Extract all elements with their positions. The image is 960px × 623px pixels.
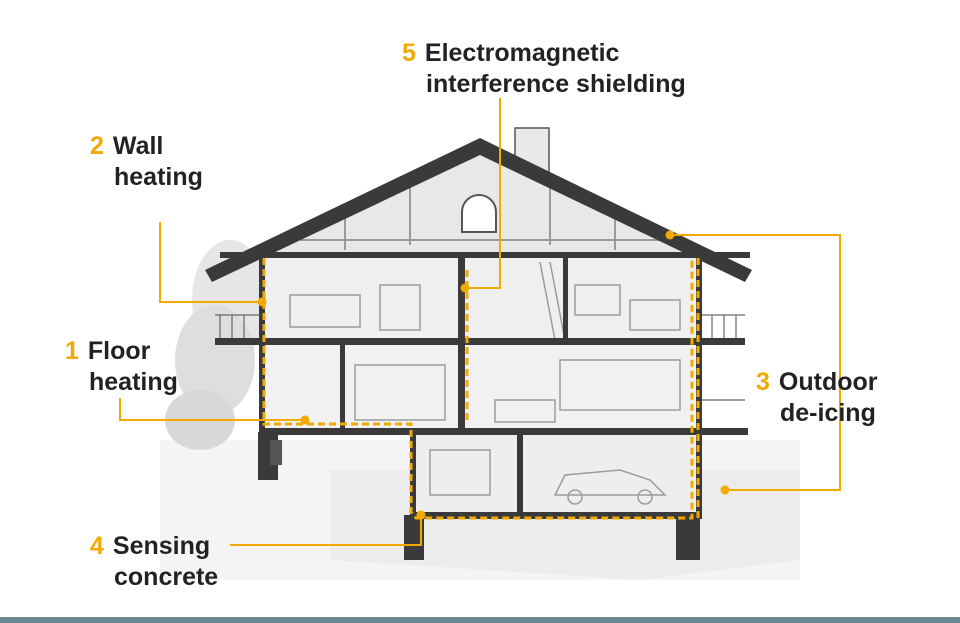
callout-dots <box>257 230 730 520</box>
callout-4-sensing-concrete: 4 Sensing concrete <box>90 531 218 593</box>
floor-slabs <box>215 252 750 519</box>
heating-dashed-lines <box>262 258 700 520</box>
upper-floor <box>262 256 702 341</box>
attic-beams <box>300 185 660 250</box>
railings <box>215 314 745 401</box>
callout-1-floor-heating: 1 Floor heating <box>65 336 178 398</box>
callout-4-number: 4 <box>90 532 104 560</box>
callout-5-line2: interference shielding <box>426 70 686 98</box>
leader-3 <box>670 234 841 491</box>
callout-5-line1: Electromagnetic <box>424 39 620 67</box>
callout-1-line1: Floor <box>87 337 151 365</box>
lower-floor <box>415 435 698 515</box>
leader-5 <box>465 98 501 289</box>
callout-2-line1: Wall <box>112 132 164 160</box>
room-details <box>289 261 681 505</box>
attic-window <box>461 194 497 233</box>
callout-4-line1: Sensing <box>112 532 211 560</box>
middle-floor <box>262 345 702 430</box>
callout-3-line2: de-icing <box>780 399 876 427</box>
callout-5-emi-shielding: 5 Electromagnetic interference shielding <box>402 38 686 100</box>
foundation <box>258 432 700 560</box>
callout-1-line2: heating <box>89 368 178 396</box>
callout-2-number: 2 <box>90 132 104 160</box>
callout-leaders <box>119 98 841 546</box>
callout-3-outdoor-deicing: 3 Outdoor de-icing <box>756 367 878 429</box>
callout-2-wall-heating: 2 Wall heating <box>90 131 203 193</box>
callout-3-number: 3 <box>756 368 770 396</box>
leader-2 <box>159 222 262 303</box>
leader-4 <box>230 515 422 546</box>
callout-3-line1: Outdoor <box>778 368 878 396</box>
callout-5-number: 5 <box>402 39 416 67</box>
callout-4-line2: concrete <box>114 563 219 591</box>
callout-2-line2: heating <box>114 163 203 191</box>
leader-1 <box>119 398 305 421</box>
callout-1-number: 1 <box>65 337 79 365</box>
bottom-border-bar <box>0 617 960 623</box>
walls <box>259 256 702 519</box>
